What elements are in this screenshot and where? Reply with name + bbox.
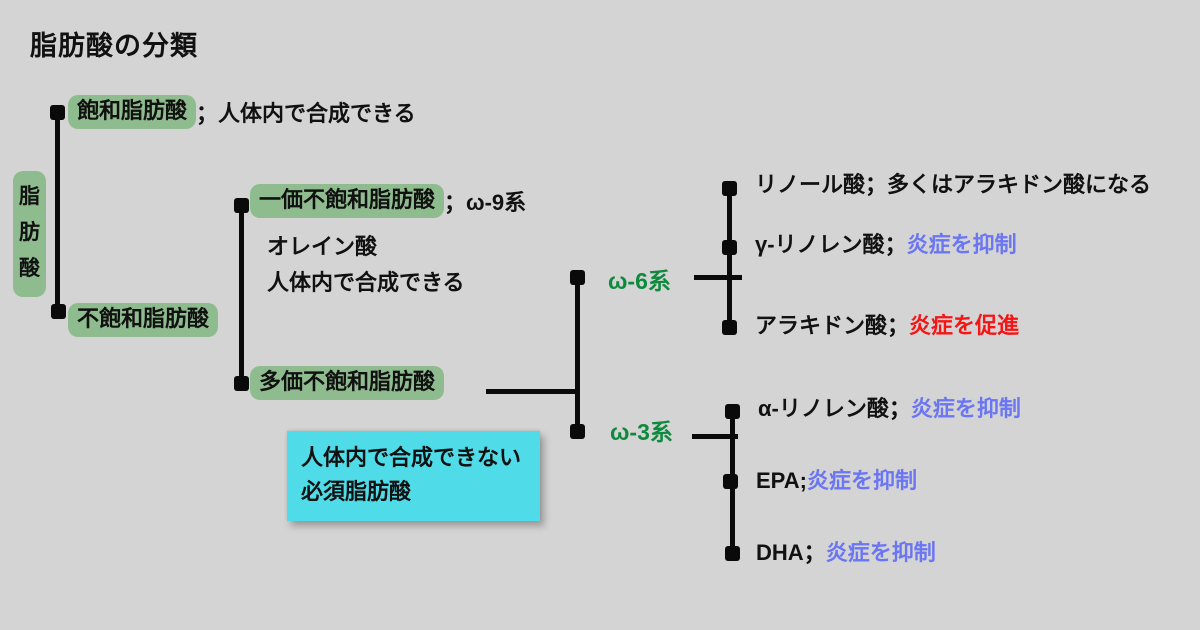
- item-note: 炎症を抑制: [910, 396, 1021, 421]
- bullet-epa: [723, 474, 738, 489]
- connector-poly-horizontal: [486, 389, 578, 394]
- item-epa: EPA;炎症を抑制: [756, 467, 917, 495]
- node-row-polyunsaturated: 多価不飽和脂肪酸: [250, 366, 445, 401]
- item-arachidonic-acid: アラキドン酸；炎症を促進: [755, 312, 1019, 340]
- chip-unsaturated: 不飽和脂肪酸: [68, 303, 219, 338]
- item-note: 炎症を抑制: [906, 232, 1017, 257]
- callout-essential-fatty-acid: 人体内で合成できない 必須脂肪酸: [287, 431, 540, 522]
- text-oleic-acid: オレイン酸: [267, 234, 378, 259]
- connector-unsaturated-vertical: [239, 205, 244, 383]
- item-separator: ；: [884, 232, 907, 257]
- item-name: EPA: [756, 468, 800, 493]
- node-row-unsaturated: 不飽和脂肪酸: [68, 303, 219, 338]
- item-note: 炎症を抑制: [806, 468, 917, 493]
- item-separator: ；: [803, 540, 826, 565]
- bullet-dha: [725, 546, 740, 561]
- connector-omega6-horizontal: [694, 275, 742, 280]
- node-root-fatty-acid: 脂肪酸: [13, 171, 46, 297]
- bullet-omega3: [570, 424, 585, 439]
- item-dha: DHA；炎症を抑制: [756, 539, 936, 567]
- label-omega3: ω-3系: [610, 419, 673, 445]
- bullet-linoleic-acid: [722, 181, 737, 196]
- bullet-gamma-linolenic-acid: [722, 240, 737, 255]
- item-name: γ-リノレン酸: [755, 232, 885, 257]
- connector-omega3-horizontal: [692, 434, 738, 439]
- item-gamma-linolenic-acid: γ-リノレン酸；炎症を抑制: [755, 231, 1017, 259]
- note-monounsaturated: ；ω-9系: [444, 190, 527, 216]
- item-name: リノール酸: [755, 172, 866, 197]
- item-separator: ;: [799, 468, 807, 493]
- bullet-arachidonic-acid: [722, 320, 737, 335]
- page-title: 脂肪酸の分類: [30, 31, 198, 61]
- note-saturated: ；人体内で合成できる: [196, 101, 416, 127]
- item-separator: ；: [865, 172, 888, 197]
- item-note: 炎症を促進: [909, 313, 1020, 338]
- item-note: 多くはアラキドン酸になる: [887, 172, 1152, 197]
- node-row-monounsaturated: 一価不飽和脂肪酸；ω-9系: [250, 184, 527, 219]
- callout-line-2: 必須脂肪酸: [301, 479, 412, 505]
- chip-monounsaturated: 一価不飽和脂肪酸: [250, 184, 445, 219]
- callout-line-1: 人体内で合成できない: [301, 445, 522, 470]
- connector-omega-vertical: [575, 277, 580, 431]
- bullet-alpha-linolenic-acid: [725, 404, 740, 419]
- chip-saturated: 飽和脂肪酸: [68, 95, 197, 130]
- label-omega6: ω-6系: [608, 268, 671, 294]
- item-separator: ；: [887, 313, 910, 338]
- item-name: アラキドン酸: [755, 313, 888, 338]
- node-row-saturated: 飽和脂肪酸；人体内で合成できる: [68, 95, 416, 130]
- connector-root-vertical: [55, 112, 60, 312]
- bullet-polyunsaturated: [234, 376, 249, 391]
- item-separator: ；: [888, 396, 911, 421]
- item-linoleic-acid: リノール酸；多くはアラキドン酸になる: [755, 171, 1151, 199]
- chip-polyunsaturated: 多価不飽和脂肪酸: [250, 366, 445, 401]
- item-alpha-linolenic-acid: α-リノレン酸；炎症を抑制: [758, 395, 1021, 423]
- connector-omega6-vertical: [727, 188, 732, 328]
- text-mono-synthesizable: 人体内で合成できる: [267, 270, 465, 295]
- item-name: α-リノレン酸: [758, 396, 889, 421]
- item-name: DHA: [756, 540, 804, 565]
- bullet-unsaturated: [51, 304, 66, 319]
- item-note: 炎症を抑制: [825, 540, 936, 565]
